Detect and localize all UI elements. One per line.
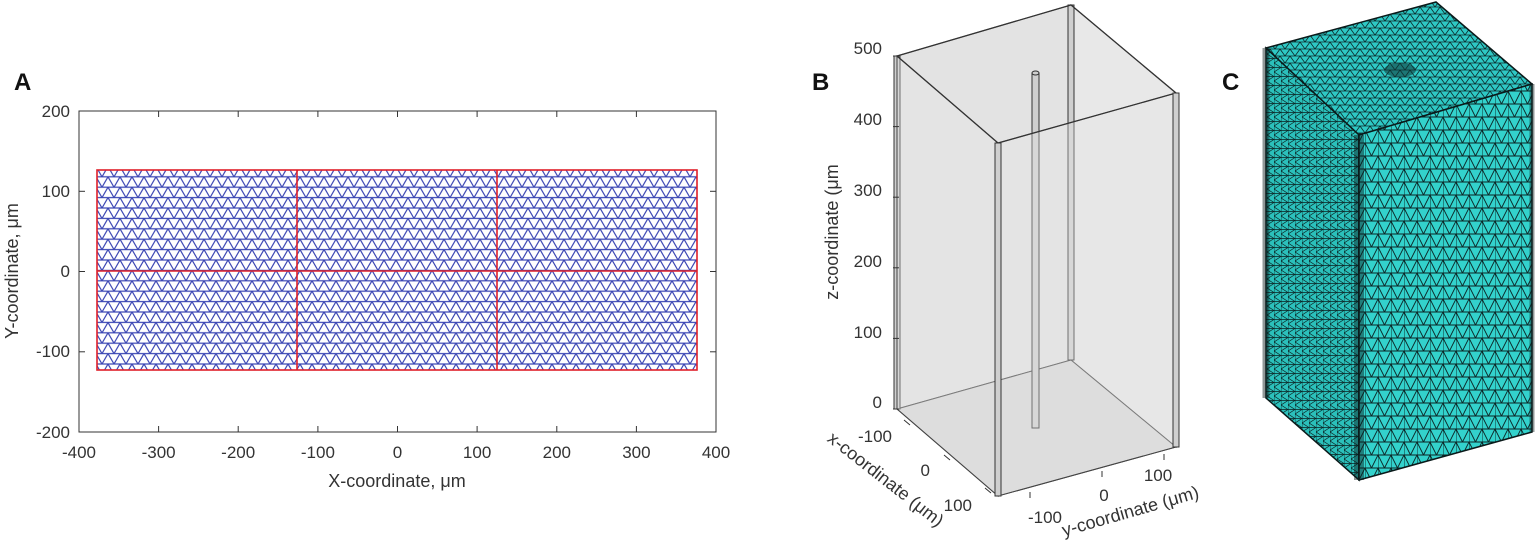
panel-a-y-axis-label: Y-coordinate, μm (2, 203, 22, 339)
y-tick-label: -100 (36, 342, 70, 361)
panel-b-z-tick-marks (893, 55, 1165, 498)
box-front-right-face (997, 92, 1177, 497)
x-tick-label: 100 (944, 496, 972, 515)
right-corner-pillar (1172, 92, 1180, 448)
center-electrode-cap (1031, 70, 1040, 76)
panel-a-letter: A (14, 69, 31, 96)
z-tick-label: 200 (854, 252, 882, 271)
y-tick-label: 0 (61, 262, 70, 281)
mesh-refinement-spot (1384, 63, 1416, 77)
z-tick-label: 100 (854, 323, 882, 342)
panel-c-letter: C (1222, 69, 1239, 96)
y-tick-label: 0 (1099, 486, 1108, 505)
panel-b-z-tick-labels: 500 400 300 200 100 0 (854, 39, 882, 412)
panel-a-triangular-mesh (97, 170, 697, 370)
x-tick-label: 200 (543, 443, 571, 462)
x-tick-label: -100 (858, 427, 892, 446)
x-tick-label: 300 (622, 443, 650, 462)
x-tick-label: -300 (142, 443, 176, 462)
x-tick-label: 0 (393, 443, 402, 462)
panel-a-x-axis-label: X-coordinate, μm (328, 471, 465, 491)
panel-a-tick-marks (79, 111, 716, 432)
x-tick-label: 400 (702, 443, 730, 462)
z-tick-label: 400 (854, 110, 882, 129)
y-tick-label: 200 (42, 102, 70, 121)
y-tick-label: -100 (1028, 508, 1062, 527)
panel-b-y-tick-labels: -100 0 100 (1028, 466, 1172, 527)
x-tick-label: -200 (221, 443, 255, 462)
x-tick-label: -400 (62, 443, 96, 462)
x-tick-label: 100 (463, 443, 491, 462)
front-corner-pillar (994, 142, 1002, 497)
panel-a-x-tick-labels: -400 -300 -200 -100 0 100 200 300 400 (62, 443, 730, 462)
panel-b-x-tick-labels: -100 0 100 (858, 427, 972, 515)
x-tick-label: 0 (921, 461, 930, 480)
z-tick-label: 500 (854, 39, 882, 58)
panel-a: A -400 -300 (2, 69, 730, 491)
z-tick-label: 0 (873, 393, 882, 412)
panel-a-partition-lines (96, 169, 698, 371)
y-tick-label: 100 (1144, 466, 1172, 485)
panel-b-letter: B (812, 69, 829, 96)
z-tick-label: 300 (854, 181, 882, 200)
panel-a-y-tick-labels: 200 100 0 -100 -200 (36, 102, 70, 442)
panel-b-y-axis-label: y-coordinate (μm) (1060, 482, 1201, 540)
panel-b-z-axis-label: z-coordinate (μm (822, 164, 842, 299)
solid-mesh-front-face (1358, 82, 1533, 481)
panel-b: B 500 400 300 200 (812, 3, 1201, 540)
x-tick-label: -100 (301, 443, 335, 462)
y-tick-label: -200 (36, 423, 70, 442)
y-tick-label: 100 (42, 182, 70, 201)
panel-c: C (1222, 1, 1535, 482)
